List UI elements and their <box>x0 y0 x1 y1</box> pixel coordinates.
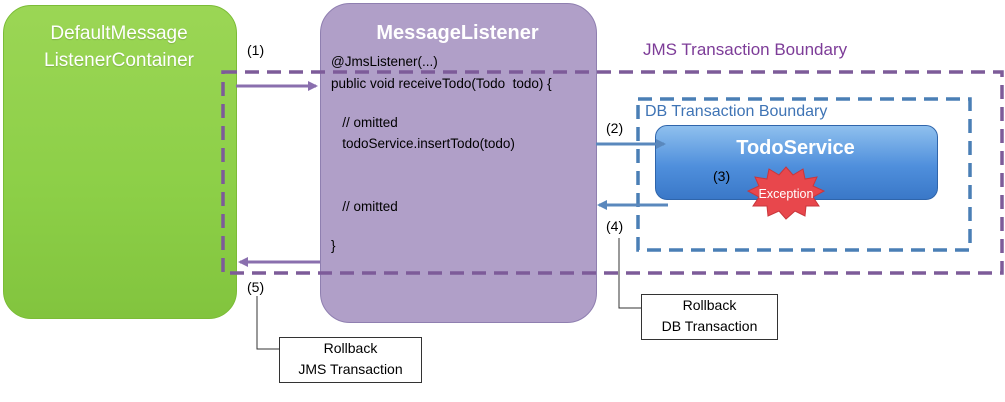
code-method-signature: public void receiveTodo(Todo todo) { <box>331 76 552 91</box>
db-rollback-callout: Rollback DB Transaction <box>641 294 778 340</box>
exception-label: Exception <box>758 187 814 201</box>
code-comment-2: // omitted <box>331 199 398 214</box>
step-3-label: (3) <box>713 168 731 184</box>
listener-container-title-line2: ListenerContainer <box>44 50 194 71</box>
step-2-label: (2) <box>606 120 624 136</box>
listener-container-title-line1: DefaultMessage <box>50 23 188 44</box>
exception-burst <box>746 166 826 220</box>
message-listener-title: MessageListener <box>376 22 539 44</box>
code-annotation: @JmsListener(...) <box>331 54 438 69</box>
jms-boundary-label: JMS Transaction Boundary <box>643 40 848 59</box>
listener-container-box <box>3 5 237 319</box>
code-closing-brace: } <box>331 238 336 253</box>
step-4-label: (4) <box>606 218 624 234</box>
db-transaction-boundary <box>636 97 972 252</box>
db-rollback-leader <box>618 238 641 309</box>
code-insert-call: todoService.insertTodo(todo) <box>331 136 515 151</box>
db-rollback-line2: DB Transaction <box>661 318 758 334</box>
step-5-label: (5) <box>247 279 265 295</box>
jms-rollback-line1: Rollback <box>323 340 378 356</box>
todo-service-title: TodoService <box>736 137 855 159</box>
db-boundary-label: DB Transaction Boundary <box>645 103 828 120</box>
step-1-label: (1) <box>247 42 265 58</box>
jms-rollback-callout: Rollback JMS Transaction <box>279 337 422 383</box>
message-listener-box <box>320 3 597 323</box>
jms-transaction-boundary <box>221 70 1004 275</box>
jms-rollback-leader <box>256 296 279 350</box>
jms-rollback-line2: JMS Transaction <box>298 361 403 377</box>
db-rollback-line1: Rollback <box>682 297 737 313</box>
listener-container-title: DefaultMessage ListenerContainer <box>3 20 235 74</box>
code-comment-1: // omitted <box>331 115 398 130</box>
